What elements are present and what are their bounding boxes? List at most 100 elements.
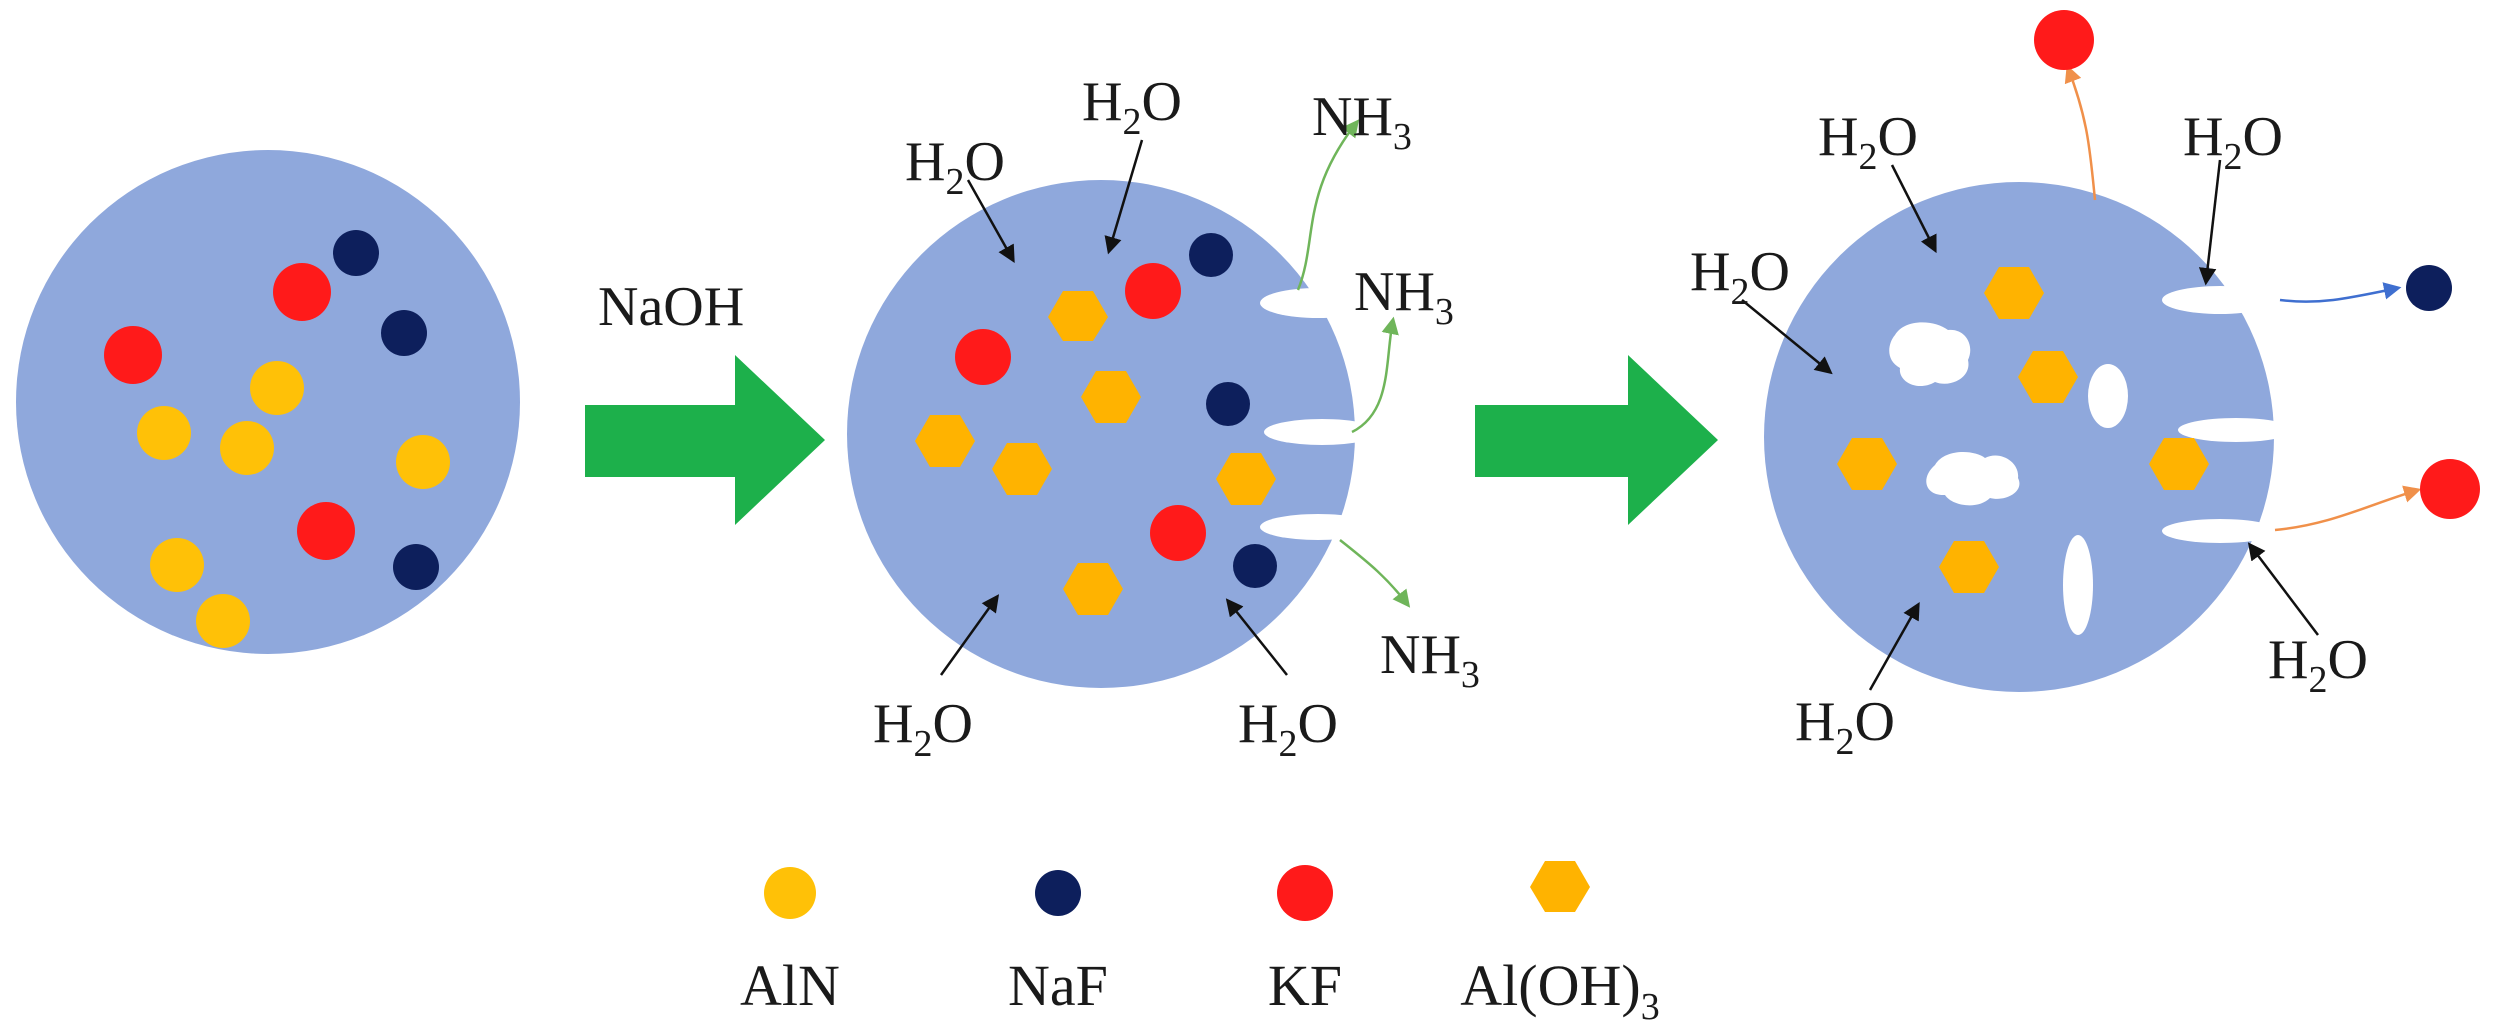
- stage-3-particle: [1764, 182, 2294, 692]
- kf-particles: [104, 263, 355, 560]
- naf-release-arrow: [2279, 282, 2402, 303]
- kf-release-arrow: [2274, 485, 2422, 532]
- naf-dot: [381, 310, 427, 356]
- pore: [2162, 286, 2278, 314]
- ammonia-arrow: [1296, 119, 1360, 291]
- aloh3-hex: [2018, 351, 2078, 403]
- void: [2088, 364, 2128, 428]
- process-arrow-1: [585, 355, 825, 525]
- legend-label: NaF: [1008, 953, 1108, 1018]
- stage-1-particle: [16, 150, 520, 654]
- pore: [1260, 288, 1376, 318]
- aloh3-particles: [915, 291, 1276, 615]
- particle-body: [1764, 182, 2274, 692]
- aloh3-hex: [1984, 267, 2044, 319]
- naf-particles: [333, 230, 439, 590]
- stage-2-ammonia-arrows: [1296, 119, 1411, 608]
- legend-item-naf: NaF: [1008, 870, 1108, 1018]
- pore: [2178, 418, 2294, 442]
- ammonia-label: NH3: [1312, 86, 1412, 158]
- void: [1926, 452, 2020, 506]
- process-arrow-2: [1475, 355, 1718, 525]
- internal-voids: [1889, 322, 2128, 635]
- naf-dot: [333, 230, 379, 276]
- kf-dot: [273, 263, 331, 321]
- pore: [1264, 419, 1380, 445]
- aloh3-particles: [1837, 267, 2209, 593]
- reagent-label: NaOH: [598, 276, 744, 338]
- water-label: H2O: [1690, 241, 1790, 313]
- legend: AlN NaF KF Al(OH)3: [740, 861, 1660, 1028]
- legend-item-aln: AlN: [740, 867, 840, 1018]
- water-arrow: [1104, 139, 1144, 255]
- stage-3-labels: H2O H2O H2O H2O H2O: [1690, 106, 2368, 763]
- water-arrow: [966, 179, 1015, 264]
- released-kf-dot: [2420, 459, 2480, 519]
- released-kf-dot: [2034, 10, 2094, 70]
- legend-swatch-aln: [764, 867, 816, 919]
- ammonia-arrow: [1339, 539, 1411, 608]
- ammonia-label: NH3: [1354, 261, 1454, 333]
- aln-dot: [250, 361, 304, 415]
- water-label: H2O: [873, 693, 973, 765]
- water-label: H2O: [2268, 629, 2368, 701]
- kf-dot: [955, 329, 1011, 385]
- water-label: H2O: [1818, 106, 1918, 178]
- aloh3-hex: [1939, 541, 1999, 593]
- aloh3-hex: [992, 443, 1052, 495]
- kf-dot: [104, 326, 162, 384]
- kf-dot: [1150, 505, 1206, 561]
- aln-dot: [396, 435, 450, 489]
- void: [1889, 322, 1971, 387]
- pore: [1260, 514, 1376, 540]
- aloh3-hex: [1837, 438, 1897, 490]
- water-arrow: [2247, 542, 2319, 636]
- stage-3-water-arrows: [1741, 159, 2319, 691]
- legend-label: Al(OH)3: [1460, 953, 1659, 1025]
- aln-dot: [196, 594, 250, 648]
- water-label: H2O: [1795, 691, 1895, 763]
- kf-dot: [297, 502, 355, 560]
- water-arrow: [1741, 299, 1833, 375]
- naf-dot: [393, 544, 439, 590]
- particle-body: [847, 180, 1355, 688]
- aloh3-hex: [915, 415, 975, 467]
- naf-dot: [1206, 382, 1250, 426]
- legend-swatch-aloh3: [1530, 861, 1590, 912]
- kf-dot: [1125, 263, 1181, 319]
- naf-particles: [1189, 233, 1277, 588]
- aloh3-hex: [2149, 438, 2209, 490]
- water-label: H2O: [1238, 693, 1338, 765]
- legend-swatch-kf: [1277, 865, 1333, 921]
- surface-pores: [2162, 286, 2294, 543]
- aloh3-hex: [1048, 291, 1108, 341]
- aln-dot: [220, 421, 274, 475]
- void: [2063, 535, 2093, 635]
- water-arrow: [1890, 164, 1937, 254]
- surface-pores: [1260, 288, 1380, 540]
- stage-2-particle: [847, 180, 1380, 688]
- aloh3-hex: [1216, 453, 1276, 505]
- aln-particles: [137, 361, 450, 648]
- legend-item-aloh3: Al(OH)3: [1460, 861, 1660, 1028]
- water-arrow: [1868, 601, 1920, 691]
- aln-dot: [137, 406, 191, 460]
- stage-2-labels: H2O H2O H2O H2O NH3 NH3 NH3: [873, 71, 1480, 765]
- water-label: H2O: [2183, 106, 2283, 178]
- water-label: H2O: [905, 131, 1005, 203]
- naf-dot: [1189, 233, 1233, 277]
- kf-release-arrow: [2064, 64, 2097, 201]
- legend-swatch-naf: [1035, 870, 1081, 916]
- water-arrow: [1225, 598, 1288, 676]
- aloh3-hex: [1063, 563, 1123, 615]
- legend-label: KF: [1268, 953, 1342, 1018]
- water-label: H2O: [1082, 71, 1182, 143]
- ammonia-label: NH3: [1380, 624, 1480, 696]
- naf-dot: [1233, 544, 1277, 588]
- released-naf-dot: [2406, 265, 2452, 311]
- aln-dot: [150, 538, 204, 592]
- ammonia-arrow: [1351, 316, 1399, 434]
- aloh3-hex: [1081, 371, 1141, 423]
